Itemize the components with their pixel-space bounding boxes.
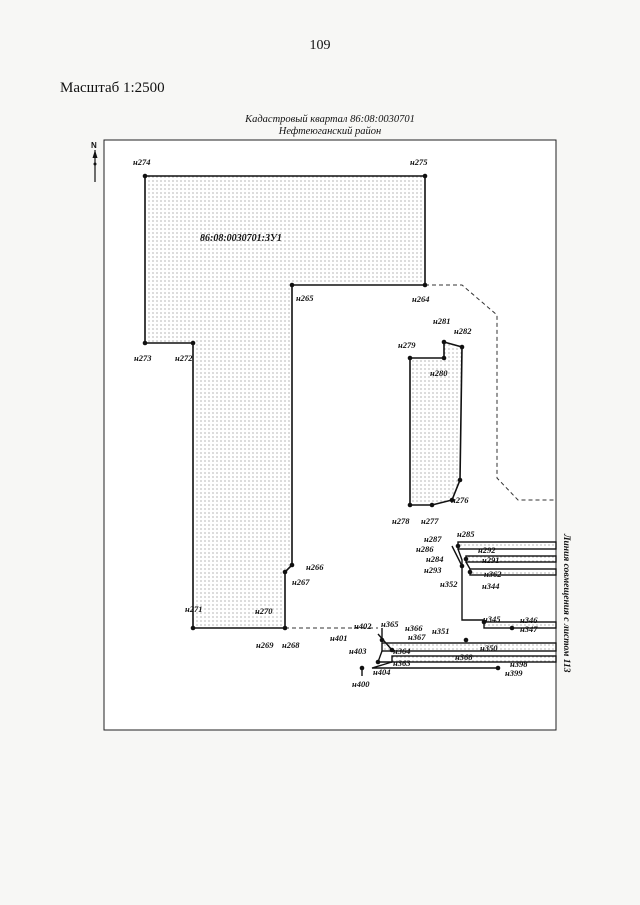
point-label-n278: н278 xyxy=(392,516,410,526)
point-label-n347: н347 xyxy=(520,624,538,634)
point-label-n284: н284 xyxy=(426,554,443,564)
point-label-n362: н362 xyxy=(484,569,502,579)
point-label-n352: н352 xyxy=(440,579,458,589)
point-label-n368: н368 xyxy=(455,652,473,662)
district-title: Нефтеюганский район xyxy=(278,126,382,137)
point-label-n265: н265 xyxy=(296,293,314,303)
point-label-n404: н404 xyxy=(373,667,390,677)
north-label: N xyxy=(91,141,97,150)
point-label-n277: н277 xyxy=(421,516,439,526)
point-label-n399: н399 xyxy=(505,668,523,678)
vertex-markers xyxy=(142,173,515,671)
point-label-n400: н400 xyxy=(352,679,370,689)
point-label-n279: н279 xyxy=(398,340,416,350)
point-label-n346: н346 xyxy=(520,615,538,625)
cadastral-quarter-title: Кадастровый квартал 86:08:0030701 xyxy=(245,114,415,125)
point-label-n365: н365 xyxy=(381,619,399,629)
point-label-n274: н274 xyxy=(133,157,150,167)
scale-label: Масштаб 1:2500 xyxy=(60,80,165,96)
point-label-n285: н285 xyxy=(457,529,475,539)
point-label-n287: н287 xyxy=(424,534,442,544)
point-label-n403: н403 xyxy=(349,646,367,656)
point-label-n398: н398 xyxy=(510,659,528,669)
adjoining-boundary-dashed xyxy=(425,284,556,501)
point-label-n273: н273 xyxy=(134,353,152,363)
point-label-n293: н293 xyxy=(424,565,442,575)
point-label-n275: н275 xyxy=(410,157,428,167)
point-label-n272: н272 xyxy=(175,353,193,363)
point-label-n276: н276 xyxy=(451,495,469,505)
point-label-n266: н266 xyxy=(306,562,324,572)
point-label-n291: н291 xyxy=(482,555,499,565)
strip-connectors xyxy=(361,545,498,676)
point-label-n344: н344 xyxy=(482,581,499,591)
north-arrow-icon: N xyxy=(91,141,98,182)
point-label-n281: н281 xyxy=(433,316,450,326)
parcel-zu1-label: 86:08:0030701:ЗУ1 xyxy=(200,233,282,244)
point-label-n366: н366 xyxy=(405,623,423,633)
match-line-note: Линия совмещения с листом 113 xyxy=(561,533,571,673)
point-label-n350: н350 xyxy=(480,643,498,653)
page-number: 109 xyxy=(309,38,331,53)
point-label-n286: н286 xyxy=(416,544,434,554)
point-label-n402: н402 xyxy=(354,621,372,631)
point-label-n282: н282 xyxy=(454,326,472,336)
point-label-n270: н270 xyxy=(255,606,273,616)
point-label-n268: н268 xyxy=(282,640,300,650)
point-label-n269: н269 xyxy=(256,640,274,650)
point-labels: н274 н275 н265 н264 н273 н272 н281 н282 … xyxy=(133,157,538,689)
point-label-n401: н401 xyxy=(330,633,347,643)
point-label-n367: н367 xyxy=(408,632,426,642)
point-label-n264: н264 xyxy=(412,294,429,304)
point-label-n271: н271 xyxy=(185,604,202,614)
point-label-n364: н364 xyxy=(393,646,410,656)
parcel-small-polygon xyxy=(409,340,463,506)
point-label-n280: н280 xyxy=(430,368,448,378)
point-label-n345: н345 xyxy=(483,614,501,624)
point-label-n363: н363 xyxy=(393,658,411,668)
point-label-n292: н292 xyxy=(478,545,496,555)
point-label-n267: н267 xyxy=(292,577,310,587)
point-label-n351: н351 xyxy=(432,626,449,636)
